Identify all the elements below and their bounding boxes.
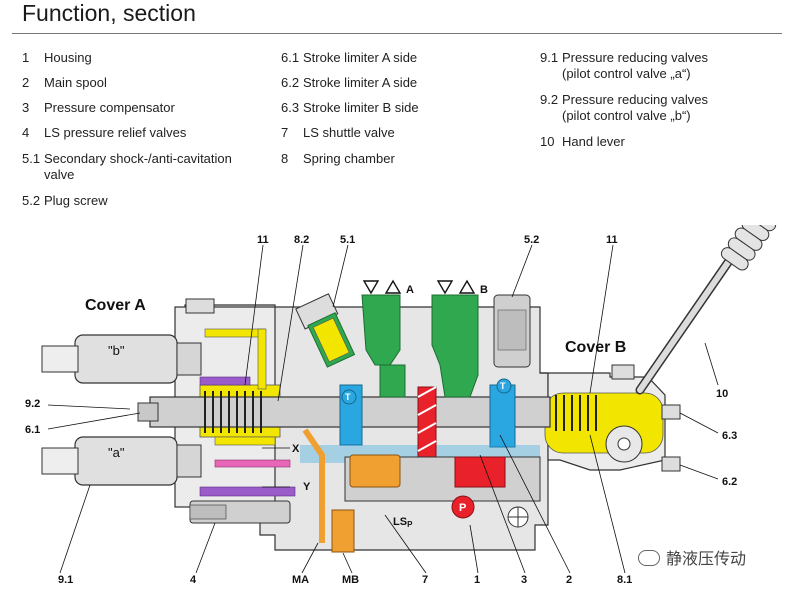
tank-channel-right (489, 384, 516, 448)
cover-b-label: Cover B (565, 339, 626, 356)
port-p-label: P (459, 502, 466, 514)
callout-3: 3 (521, 574, 527, 586)
port-p-circle (451, 495, 475, 519)
callout-9-2: 9.2 (25, 398, 40, 410)
compensator-red (454, 456, 506, 488)
coil-a-collar (176, 444, 202, 478)
pilot-line-yellow-x (214, 436, 276, 446)
stroke-limiter-b (661, 404, 681, 420)
coil-a-end (41, 447, 79, 475)
port-x-label: X (292, 443, 300, 455)
callout-8-2: 8.2 (294, 234, 309, 246)
valve-section-diagram: Cover A Cover B "b" "a" A B X Y P T T LS… (25, 225, 777, 586)
chat-bubble-icon (638, 550, 660, 566)
callout-6-1: 6.1 (25, 424, 40, 436)
port-y-label: Y (303, 481, 311, 493)
page-title: Function, section (22, 0, 196, 26)
callout-ma: MA (292, 574, 309, 586)
pilot-line-pink (214, 459, 291, 468)
cam-hub (617, 437, 631, 451)
coil-a-body (74, 436, 178, 486)
port-b-label: B (480, 284, 488, 296)
legend-item-cont: (pilot control valve „b“) (562, 108, 691, 123)
spring-b (555, 395, 597, 431)
spring-a (204, 391, 262, 433)
callout-8-1: 8.1 (617, 574, 632, 586)
callout-4: 4 (190, 574, 197, 586)
stroke-limiter-a (661, 456, 681, 472)
callout-2: 2 (566, 574, 572, 586)
spring-chamber-b (544, 392, 664, 454)
pressure-channel-hatch (417, 386, 437, 470)
cover-b-cap (611, 364, 635, 380)
shock-valve (295, 293, 356, 368)
cover-a-label: Cover A (85, 297, 146, 314)
mount-bolt-cross (508, 507, 528, 527)
pilot-line-purple-top (199, 376, 251, 386)
hand-lever-knob (720, 225, 777, 271)
callout-5-1: 5.1 (340, 234, 355, 246)
port-blue-t2 (496, 378, 512, 394)
pilot-channel-yellow (204, 328, 266, 338)
callout-9-1: 9.1 (58, 574, 73, 586)
callout-11b: 11 (606, 234, 618, 246)
port-a-label: A (406, 284, 414, 296)
coil-b-body (74, 334, 178, 384)
port-t1-label: T (345, 392, 351, 402)
callout-6-3: 6.3 (722, 430, 737, 442)
pilot-line-purple-bot (199, 486, 296, 497)
callout-7: 7 (422, 574, 428, 586)
legend-item-cont: (pilot control valve „a“) (562, 66, 691, 81)
callout-5-2: 5.2 (524, 234, 539, 246)
pilot-channel-yellow-v (257, 328, 267, 390)
port-a-symbol (362, 279, 402, 295)
port-lsp-label: LSP (393, 516, 413, 529)
coil-b-collar (176, 342, 202, 376)
compensator-orange (349, 454, 401, 488)
cover-a-cap (185, 298, 215, 314)
mb-block (331, 509, 355, 553)
callout-6-2: 6.2 (722, 476, 737, 488)
title-rule (12, 33, 782, 34)
coil-b-end (41, 345, 79, 373)
port-t2-label: T (500, 381, 506, 391)
coil-b-label: "b" (108, 343, 125, 358)
leader-lines (47, 244, 719, 574)
legend-item-cont: valve (44, 167, 75, 182)
port-b-channel (431, 294, 479, 398)
port-a-channel-lower (379, 364, 406, 398)
callout-1: 1 (474, 574, 480, 586)
coil-a-label: "a" (108, 445, 125, 460)
ma-line (302, 428, 325, 543)
hand-lever-shaft-inner (637, 242, 743, 393)
port-b-symbol (436, 279, 476, 295)
plug-screw-thread (497, 309, 527, 351)
port-blue-t1 (341, 389, 357, 405)
callout-11a: 11 (257, 234, 269, 246)
spool-end-left (137, 402, 159, 422)
callout-10: 10 (716, 388, 728, 400)
watermark-text: 静液压传动 (666, 551, 747, 568)
callout-mb: MB (342, 574, 359, 586)
ls-relief-valve-cap (189, 504, 227, 520)
watermark: 静液压传动 (638, 545, 746, 569)
